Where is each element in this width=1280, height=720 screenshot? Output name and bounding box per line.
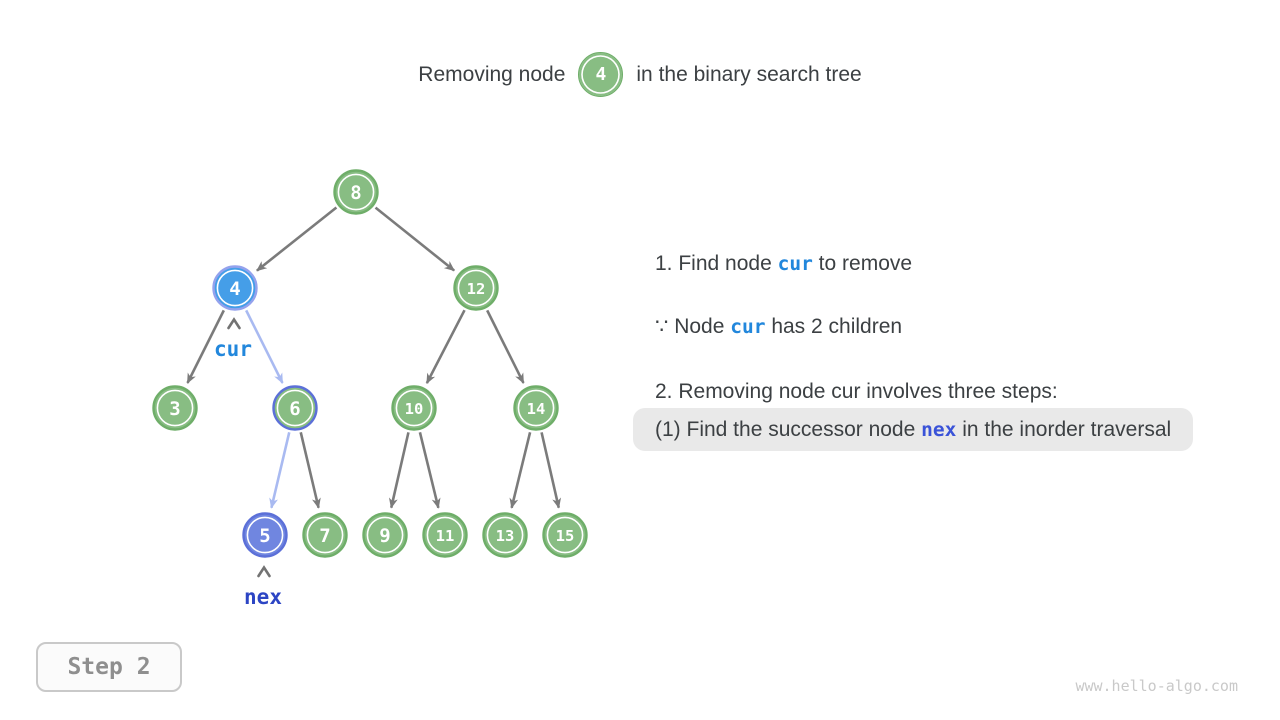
- tree-node-3: 3: [152, 385, 198, 431]
- tree-edge-6-5: [269, 432, 291, 509]
- tree-node-value: 8: [350, 182, 361, 204]
- tree-node-8: 8: [333, 169, 379, 215]
- tree-node-4: 4: [212, 265, 258, 311]
- tree-edge-4-3: [186, 309, 225, 384]
- tree-node-value: 3: [169, 398, 180, 420]
- tree-pointers: cur nex: [214, 317, 282, 609]
- pointer-chevron-cur: [227, 317, 241, 330]
- tree-edge-14-13: [509, 431, 532, 509]
- tree-edge-8-12: [374, 206, 455, 272]
- tree-edge-12-14: [486, 309, 525, 384]
- page-title: Removing node 4 in the binary search tre…: [0, 52, 1280, 97]
- watermark: www.hello-algo.com: [1075, 677, 1238, 695]
- tree-node-15: 15: [542, 512, 588, 558]
- tree-nodes: 8 4 12 3 6 10 14 5 7 9 11 13 15: [152, 169, 588, 558]
- tree-node-12: 12: [453, 265, 499, 311]
- tree-edge-6-7: [299, 432, 321, 509]
- tree-node-11: 11: [422, 512, 468, 558]
- tree-node-value: 10: [405, 400, 424, 418]
- tree-node-value: 5: [259, 525, 270, 547]
- tree-node-9: 9: [362, 512, 408, 558]
- tree-node-value: 4: [229, 278, 240, 300]
- tree-edge-14-15: [540, 432, 562, 509]
- pointer-label-cur: cur: [214, 337, 252, 361]
- tree-node-10: 10: [391, 385, 437, 431]
- tree-node-value: 6: [289, 398, 300, 420]
- tree-node-13: 13: [482, 512, 528, 558]
- tree-node-value: 14: [527, 400, 546, 418]
- tree-edges: [186, 206, 562, 509]
- tree-node-value: 11: [436, 527, 455, 545]
- pointer-label-nex: nex: [244, 585, 282, 609]
- title-prefix: Removing node: [418, 62, 566, 86]
- step-badge: Step 2: [36, 642, 182, 692]
- tree-node-6: 6: [272, 385, 318, 431]
- title-node-circle: 4: [578, 52, 624, 97]
- title-node-value: 4: [595, 64, 607, 85]
- tree-edge-12-10: [425, 309, 466, 385]
- title-suffix: in the binary search tree: [636, 62, 862, 86]
- tree-node-value: 15: [556, 527, 575, 545]
- tree-node-5: 5: [242, 512, 288, 558]
- tree-node-7: 7: [302, 512, 348, 558]
- tree-node-value: 7: [319, 525, 330, 547]
- tree-edge-8-4: [256, 206, 338, 272]
- step-badge-label: Step 2: [67, 654, 151, 680]
- tree-edge-4-6: [245, 309, 284, 384]
- tree-edge-10-11: [418, 431, 441, 509]
- tree-node-value: 12: [467, 280, 486, 298]
- pointer-chevron-nex: [257, 565, 271, 578]
- tree-edge-10-9: [388, 432, 410, 509]
- tree-node-value: 9: [379, 525, 390, 547]
- tree-node-value: 13: [496, 527, 515, 545]
- tree-node-14: 14: [513, 385, 559, 431]
